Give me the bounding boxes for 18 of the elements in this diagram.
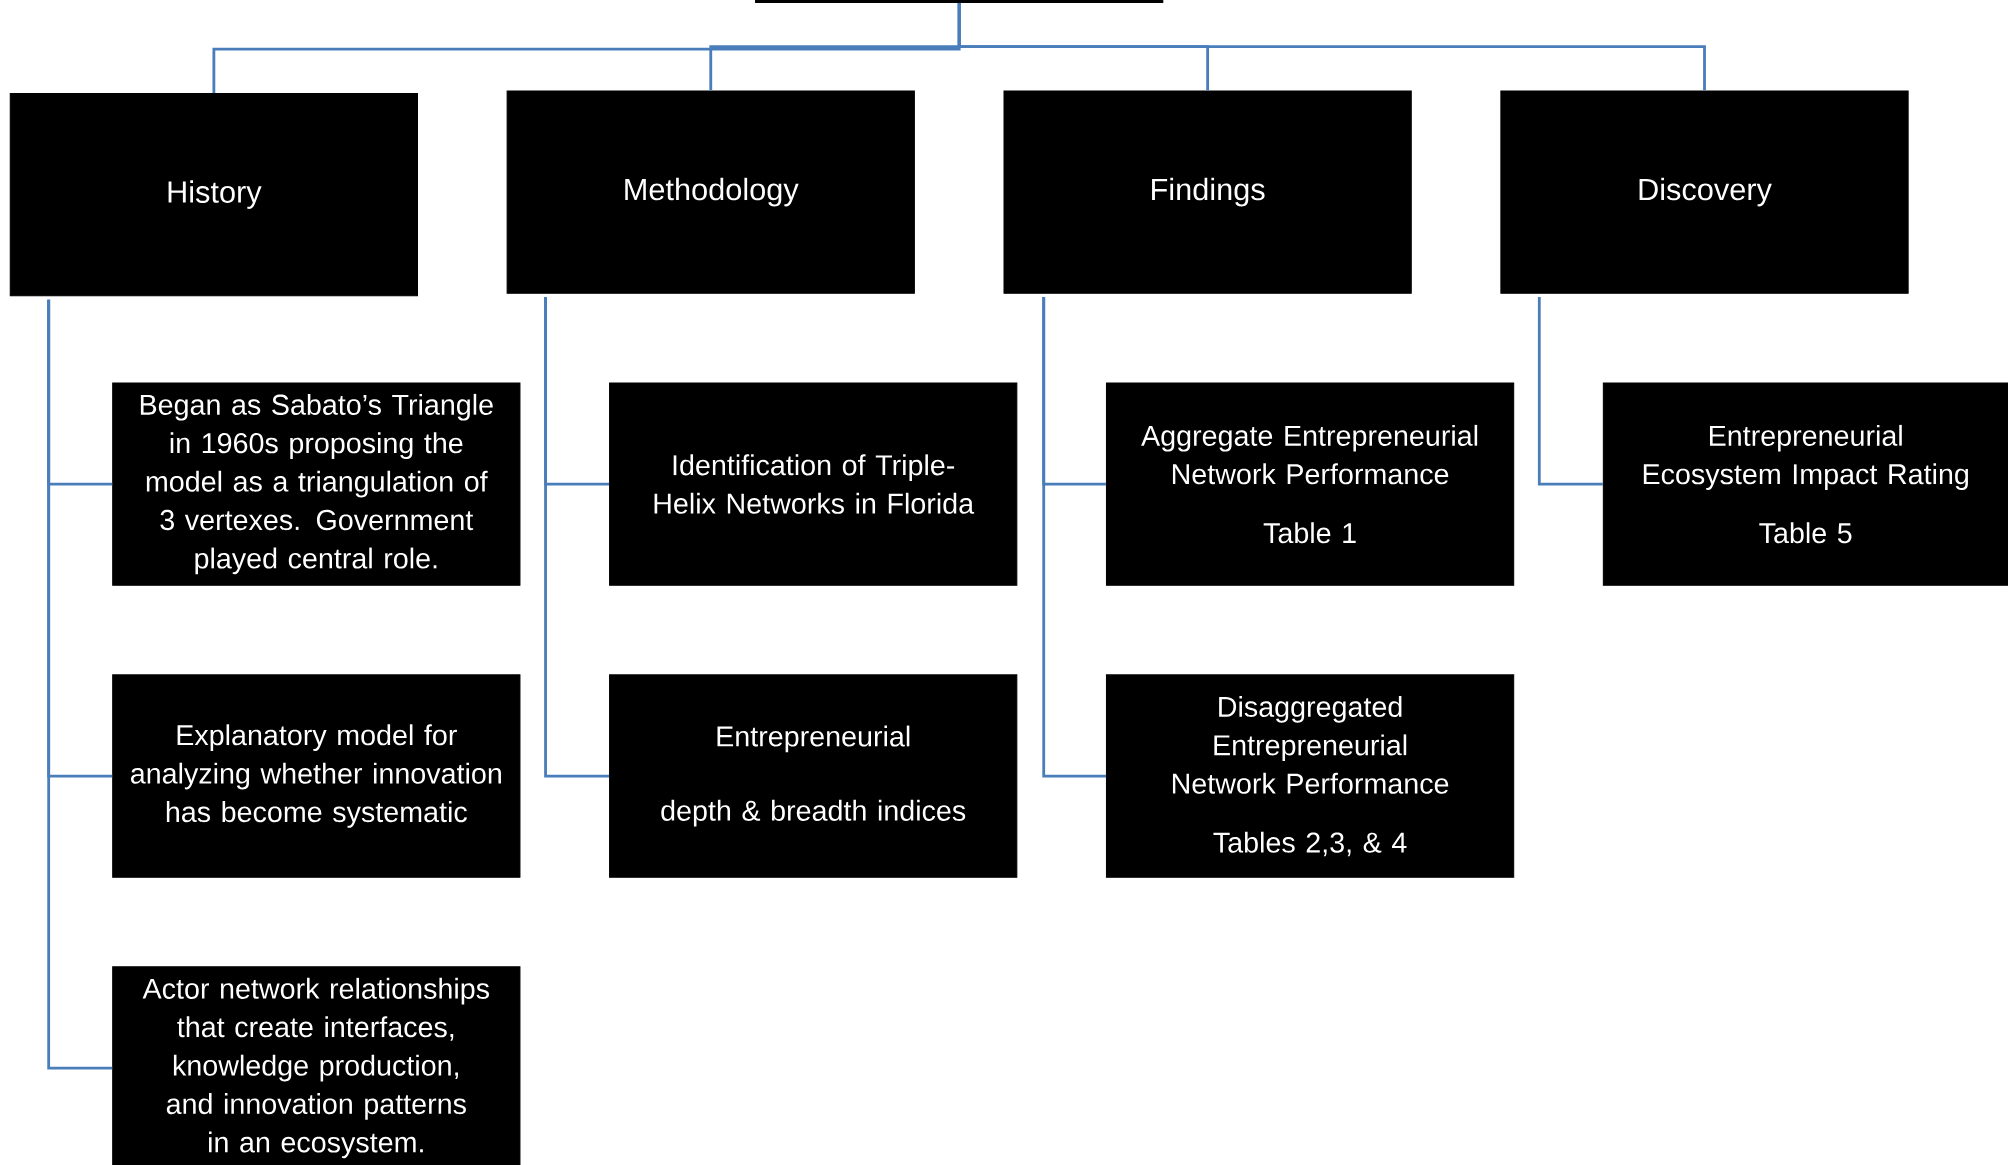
text-box: Entrepreneurial Ecosystem Impact Rating Table 5 xyxy=(1602,382,2008,586)
connector xyxy=(1042,296,1106,778)
category-box: History xyxy=(9,92,418,297)
category-box: Methodology xyxy=(506,90,915,294)
text-box: Disaggregated Entrepreneurial Network Performance Tables 2,3, & 4 xyxy=(1105,674,1515,878)
text-box: Actor network relationships that create interfaces, knowledge production, and innovation patterns in an ecosystem. xyxy=(112,966,521,1165)
text-box: Aggregate Entrepreneurial Network Performance Table 1 xyxy=(1105,382,1515,586)
connector xyxy=(544,296,610,778)
text-box: Identification of Triple-Helix Networks in Florida xyxy=(609,382,1018,586)
text-box: Explanatory model for analyzing whether innovation has become systematic xyxy=(112,674,521,878)
connector xyxy=(1537,296,1603,486)
category-box: Discovery xyxy=(1500,90,1909,294)
category-box: Findings xyxy=(1003,90,1412,294)
connector xyxy=(47,299,113,1070)
text-box: Began as Sabato’s Triangle in 1960s proposing the model as a triangulation of 3 vertexes. Government played central role. xyxy=(112,382,521,586)
text-box: Entrepreneurial depth & breadth indices xyxy=(609,674,1018,878)
connector xyxy=(957,2,1706,91)
top-box xyxy=(755,0,1164,3)
